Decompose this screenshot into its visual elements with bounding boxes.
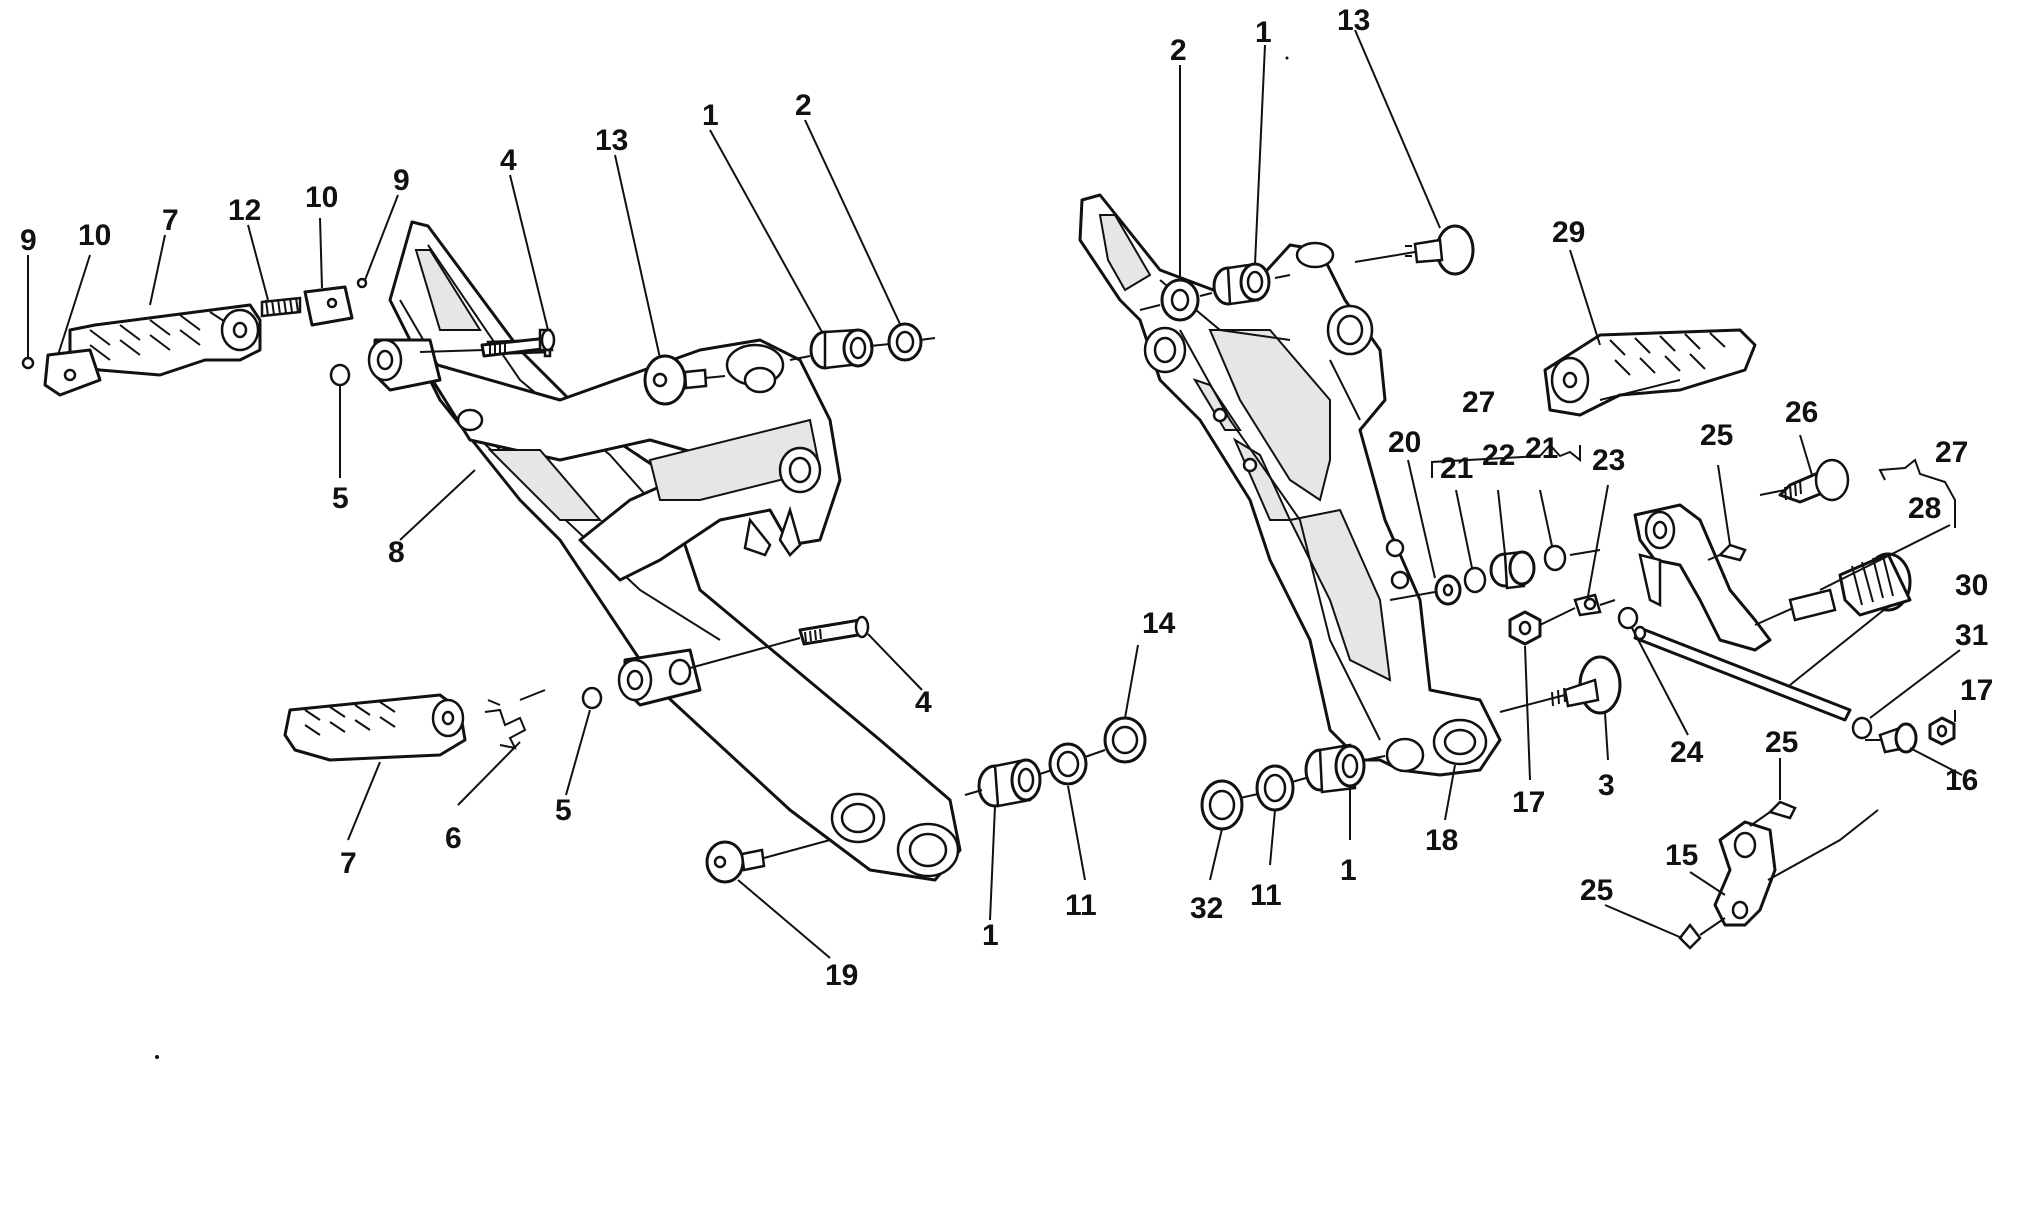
callout-26: 26 bbox=[1785, 396, 1818, 429]
callout-21: 21 bbox=[1525, 432, 1558, 465]
callout-2: 2 bbox=[1170, 34, 1187, 67]
callout-8: 8 bbox=[388, 536, 405, 569]
callout-23: 23 bbox=[1592, 444, 1625, 477]
callout-27: 27 bbox=[1935, 436, 1968, 469]
callout-11: 11 bbox=[1065, 889, 1097, 922]
callout-28: 28 bbox=[1908, 492, 1941, 525]
callout-25: 25 bbox=[1700, 419, 1733, 452]
callout-24: 24 bbox=[1670, 736, 1704, 769]
callout-7: 7 bbox=[340, 847, 357, 880]
callout-4: 4 bbox=[500, 144, 517, 177]
callout-31: 31 bbox=[1955, 619, 1988, 652]
callout-1: 1 bbox=[982, 919, 999, 952]
callout-17: 17 bbox=[1512, 786, 1545, 819]
callout-32: 32 bbox=[1190, 892, 1223, 925]
callout-10: 10 bbox=[78, 219, 111, 252]
callout-12: 12 bbox=[228, 194, 261, 227]
right-footrest-bracket bbox=[1078, 193, 1502, 777]
callout-14: 14 bbox=[1142, 607, 1176, 640]
left-footrest-assembly bbox=[21, 220, 1147, 884]
callout-20: 20 bbox=[1388, 426, 1421, 459]
callout-22: 22 bbox=[1482, 439, 1515, 472]
callout-1: 1 bbox=[1340, 854, 1357, 887]
callout-7: 7 bbox=[162, 204, 179, 237]
right-footrest-assembly bbox=[1078, 193, 1956, 950]
callout-25: 25 bbox=[1580, 874, 1613, 907]
callout-29: 29 bbox=[1552, 216, 1585, 249]
callout-5: 5 bbox=[555, 794, 572, 827]
callout-1: 1 bbox=[702, 99, 719, 132]
callout-18: 18 bbox=[1425, 824, 1458, 857]
callout-30: 30 bbox=[1955, 569, 1988, 602]
callout-2: 2 bbox=[795, 89, 812, 122]
callout-6: 6 bbox=[445, 822, 462, 855]
callout-10: 10 bbox=[305, 181, 338, 214]
callout-16: 16 bbox=[1945, 764, 1978, 797]
callout-25: 25 bbox=[1765, 726, 1798, 759]
callout-1: 1 bbox=[1255, 16, 1272, 49]
callout-9: 9 bbox=[20, 224, 37, 257]
callout-11: 11 bbox=[1250, 879, 1282, 912]
callout-27: 27 bbox=[1462, 386, 1495, 419]
callout-21: 21 bbox=[1440, 452, 1473, 485]
callout-19: 19 bbox=[825, 959, 858, 992]
callout-13: 13 bbox=[595, 124, 628, 157]
left-callouts: 9 10 7 12 10 9 4 13 1 2 5 8 14 4 5 6 7 1… bbox=[20, 89, 1176, 992]
callout-17: 17 bbox=[1960, 674, 1993, 707]
right-callouts: 2 1 13 29 27 20 21 22 21 23 25 26 27 28 … bbox=[1170, 4, 1993, 925]
callout-13: 13 bbox=[1337, 4, 1370, 37]
callout-15: 15 bbox=[1665, 839, 1698, 872]
callout-3: 3 bbox=[1598, 769, 1615, 802]
callout-4: 4 bbox=[915, 686, 932, 719]
left-leader-lines bbox=[27, 119, 1139, 959]
callout-9: 9 bbox=[393, 164, 410, 197]
callout-5: 5 bbox=[332, 482, 349, 515]
right-leader-lines bbox=[1179, 29, 1963, 939]
